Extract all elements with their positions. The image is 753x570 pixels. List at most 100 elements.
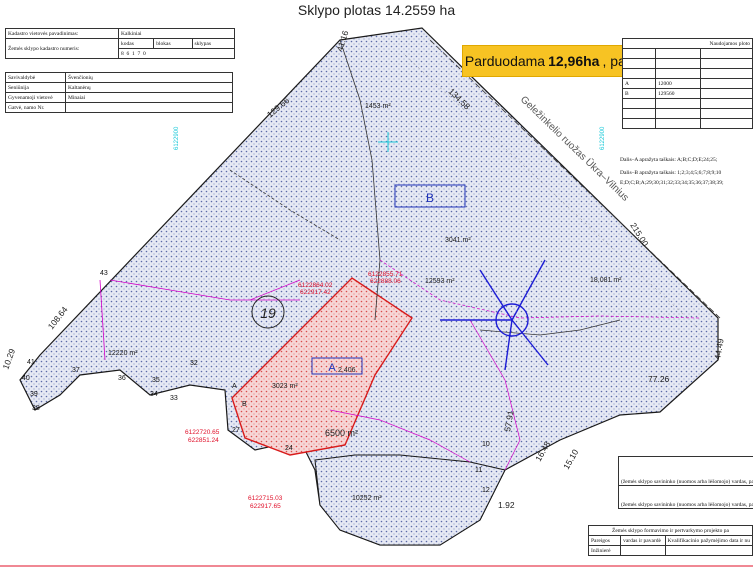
circle-label: 19	[260, 305, 276, 321]
table-cell: Minaiai	[65, 92, 233, 103]
area-label: 6500 m²	[325, 428, 358, 438]
table-cell	[622, 98, 656, 109]
point-label: 12	[482, 487, 490, 494]
zone-b-label: B	[426, 191, 434, 205]
point-label: 24	[285, 445, 293, 452]
point-label: 32	[190, 360, 198, 367]
banner-area: 12,96ha	[548, 53, 600, 69]
table-cell: (žemės sklypo savininko (nuomos arba lėš…	[618, 485, 753, 509]
table-cell	[700, 68, 753, 79]
signature-block: (žemės sklypo savininko (nuomos arba lėš…	[618, 456, 753, 509]
point-label: 35	[152, 377, 160, 384]
coord-cyan: 6122900	[600, 126, 606, 150]
area-label: 12593 m²	[425, 278, 455, 285]
table-cell: vardas ir pavardė	[620, 535, 666, 546]
table-cell	[65, 102, 233, 113]
note-part-b: Dalis–B apražyta taškais: 1;2;3;4;5;6;7;…	[620, 170, 722, 176]
area-label: 3041 m²	[445, 237, 471, 244]
edge-label: 44.49	[712, 337, 726, 360]
table-cell: Pareigos	[587, 535, 622, 546]
table-cell: Kadastro vietovės pavadinimas:	[5, 28, 119, 39]
table-cell	[700, 118, 753, 129]
edge-label: 77.26	[648, 374, 670, 384]
coord-red: 622917.42	[300, 289, 331, 296]
table-cell	[622, 68, 656, 79]
digit: 7	[137, 50, 141, 57]
area-label: 1453 m²	[365, 103, 391, 110]
area-label: 3023 m²	[272, 383, 298, 390]
coord-red: 6122715.03	[248, 495, 283, 502]
point-label: 10	[482, 441, 490, 448]
edge-label: 1.92	[498, 500, 515, 510]
point-label: 38	[32, 405, 40, 412]
point-label: 37	[72, 367, 80, 374]
point-label: A	[232, 383, 237, 390]
point-label: 34	[150, 391, 158, 398]
note-part-a: Dalis–A apražyta taškais: A;B;C;D;E;24;2…	[620, 157, 718, 163]
coord-red: 622917.65	[250, 503, 281, 510]
coord-red: 622851.24	[188, 437, 219, 444]
table-cell: Gatvė, namo Nr.	[5, 102, 66, 113]
table-cell: Kalkiniai	[118, 28, 235, 39]
banner-prefix: Parduodama	[464, 53, 546, 69]
table-cell: Kvalifikacinio pažymėjimo data ir nu	[664, 535, 753, 546]
table-cell	[700, 98, 753, 109]
coord-red: 622888.06	[370, 278, 401, 285]
table-cell: 8 6 1 7 0	[118, 48, 235, 59]
edge-label: 10.29	[0, 347, 17, 371]
coord-red: 6122855.71	[368, 271, 403, 278]
point-label: B	[242, 401, 247, 408]
table-cell: blokas	[153, 38, 193, 49]
table-cell: Žemės sklypo formavimo ir pertvarkymo pr…	[588, 525, 753, 536]
table-cell	[655, 48, 701, 59]
zone-a-area: 2,406	[338, 367, 356, 374]
point-label: 11	[475, 467, 482, 474]
area-label: 10252 m²	[352, 495, 382, 502]
table-cell	[700, 78, 753, 89]
point-label: 39	[30, 391, 38, 398]
table-cell: Švenčionių	[65, 72, 233, 83]
area-label: 18,081 m²	[590, 277, 622, 284]
table-cell	[700, 88, 753, 99]
area-label: 12220 m²	[108, 350, 138, 357]
point-label: 27	[232, 427, 240, 434]
table-cell: kodas	[117, 38, 155, 49]
point-label: 33	[170, 395, 178, 402]
coord-red: 6122864.02	[298, 282, 333, 289]
project-table: Žemės sklypo formavimo ir pertvarkymo pr…	[587, 525, 753, 556]
table-cell: Inžinierė	[587, 545, 622, 556]
digit: 6	[126, 50, 130, 57]
table-cell: (žemės sklypo savininko (nuomos arba lėš…	[618, 456, 753, 486]
table-cell	[655, 58, 701, 69]
blue-junction-symbol	[440, 259, 549, 371]
point-label: 40	[22, 375, 30, 382]
table-cell	[655, 108, 701, 119]
table-cell	[655, 118, 701, 129]
table-cell: A	[622, 78, 656, 89]
digit: 0	[143, 50, 146, 57]
point-label: 43	[100, 270, 108, 277]
point-label: 36	[118, 375, 126, 382]
note-part-b-cont: E;D;C;B;A;29;30;31;32;33;34;35;36;37;38;…	[620, 180, 724, 186]
table-cell: Savivaldybė	[5, 72, 66, 83]
table-cell: 12000	[655, 78, 701, 89]
table-cell: sklypas	[191, 38, 236, 49]
table-cell: Žemės sklypo kadastro numeris:	[5, 38, 119, 59]
table-cell: 129560	[655, 88, 701, 99]
table-cell	[622, 108, 656, 119]
table-cell	[700, 108, 753, 119]
table-cell	[622, 48, 656, 59]
table-cell	[620, 545, 666, 556]
page-title: Sklypo plotas 14.2559 ha	[297, 2, 456, 18]
digit: 8	[121, 50, 124, 57]
digit: 1	[132, 50, 135, 57]
table-cell: Kaltanėnų	[65, 82, 233, 93]
point-label: 41	[27, 359, 35, 366]
edge-label: 57.91	[502, 409, 516, 432]
table-cell: Gyvenamoji vietovė	[5, 92, 66, 103]
plot-a-area	[231, 277, 413, 456]
coord-red: 6122720.65	[185, 429, 220, 436]
table-cell: Seniūnija	[5, 82, 66, 93]
